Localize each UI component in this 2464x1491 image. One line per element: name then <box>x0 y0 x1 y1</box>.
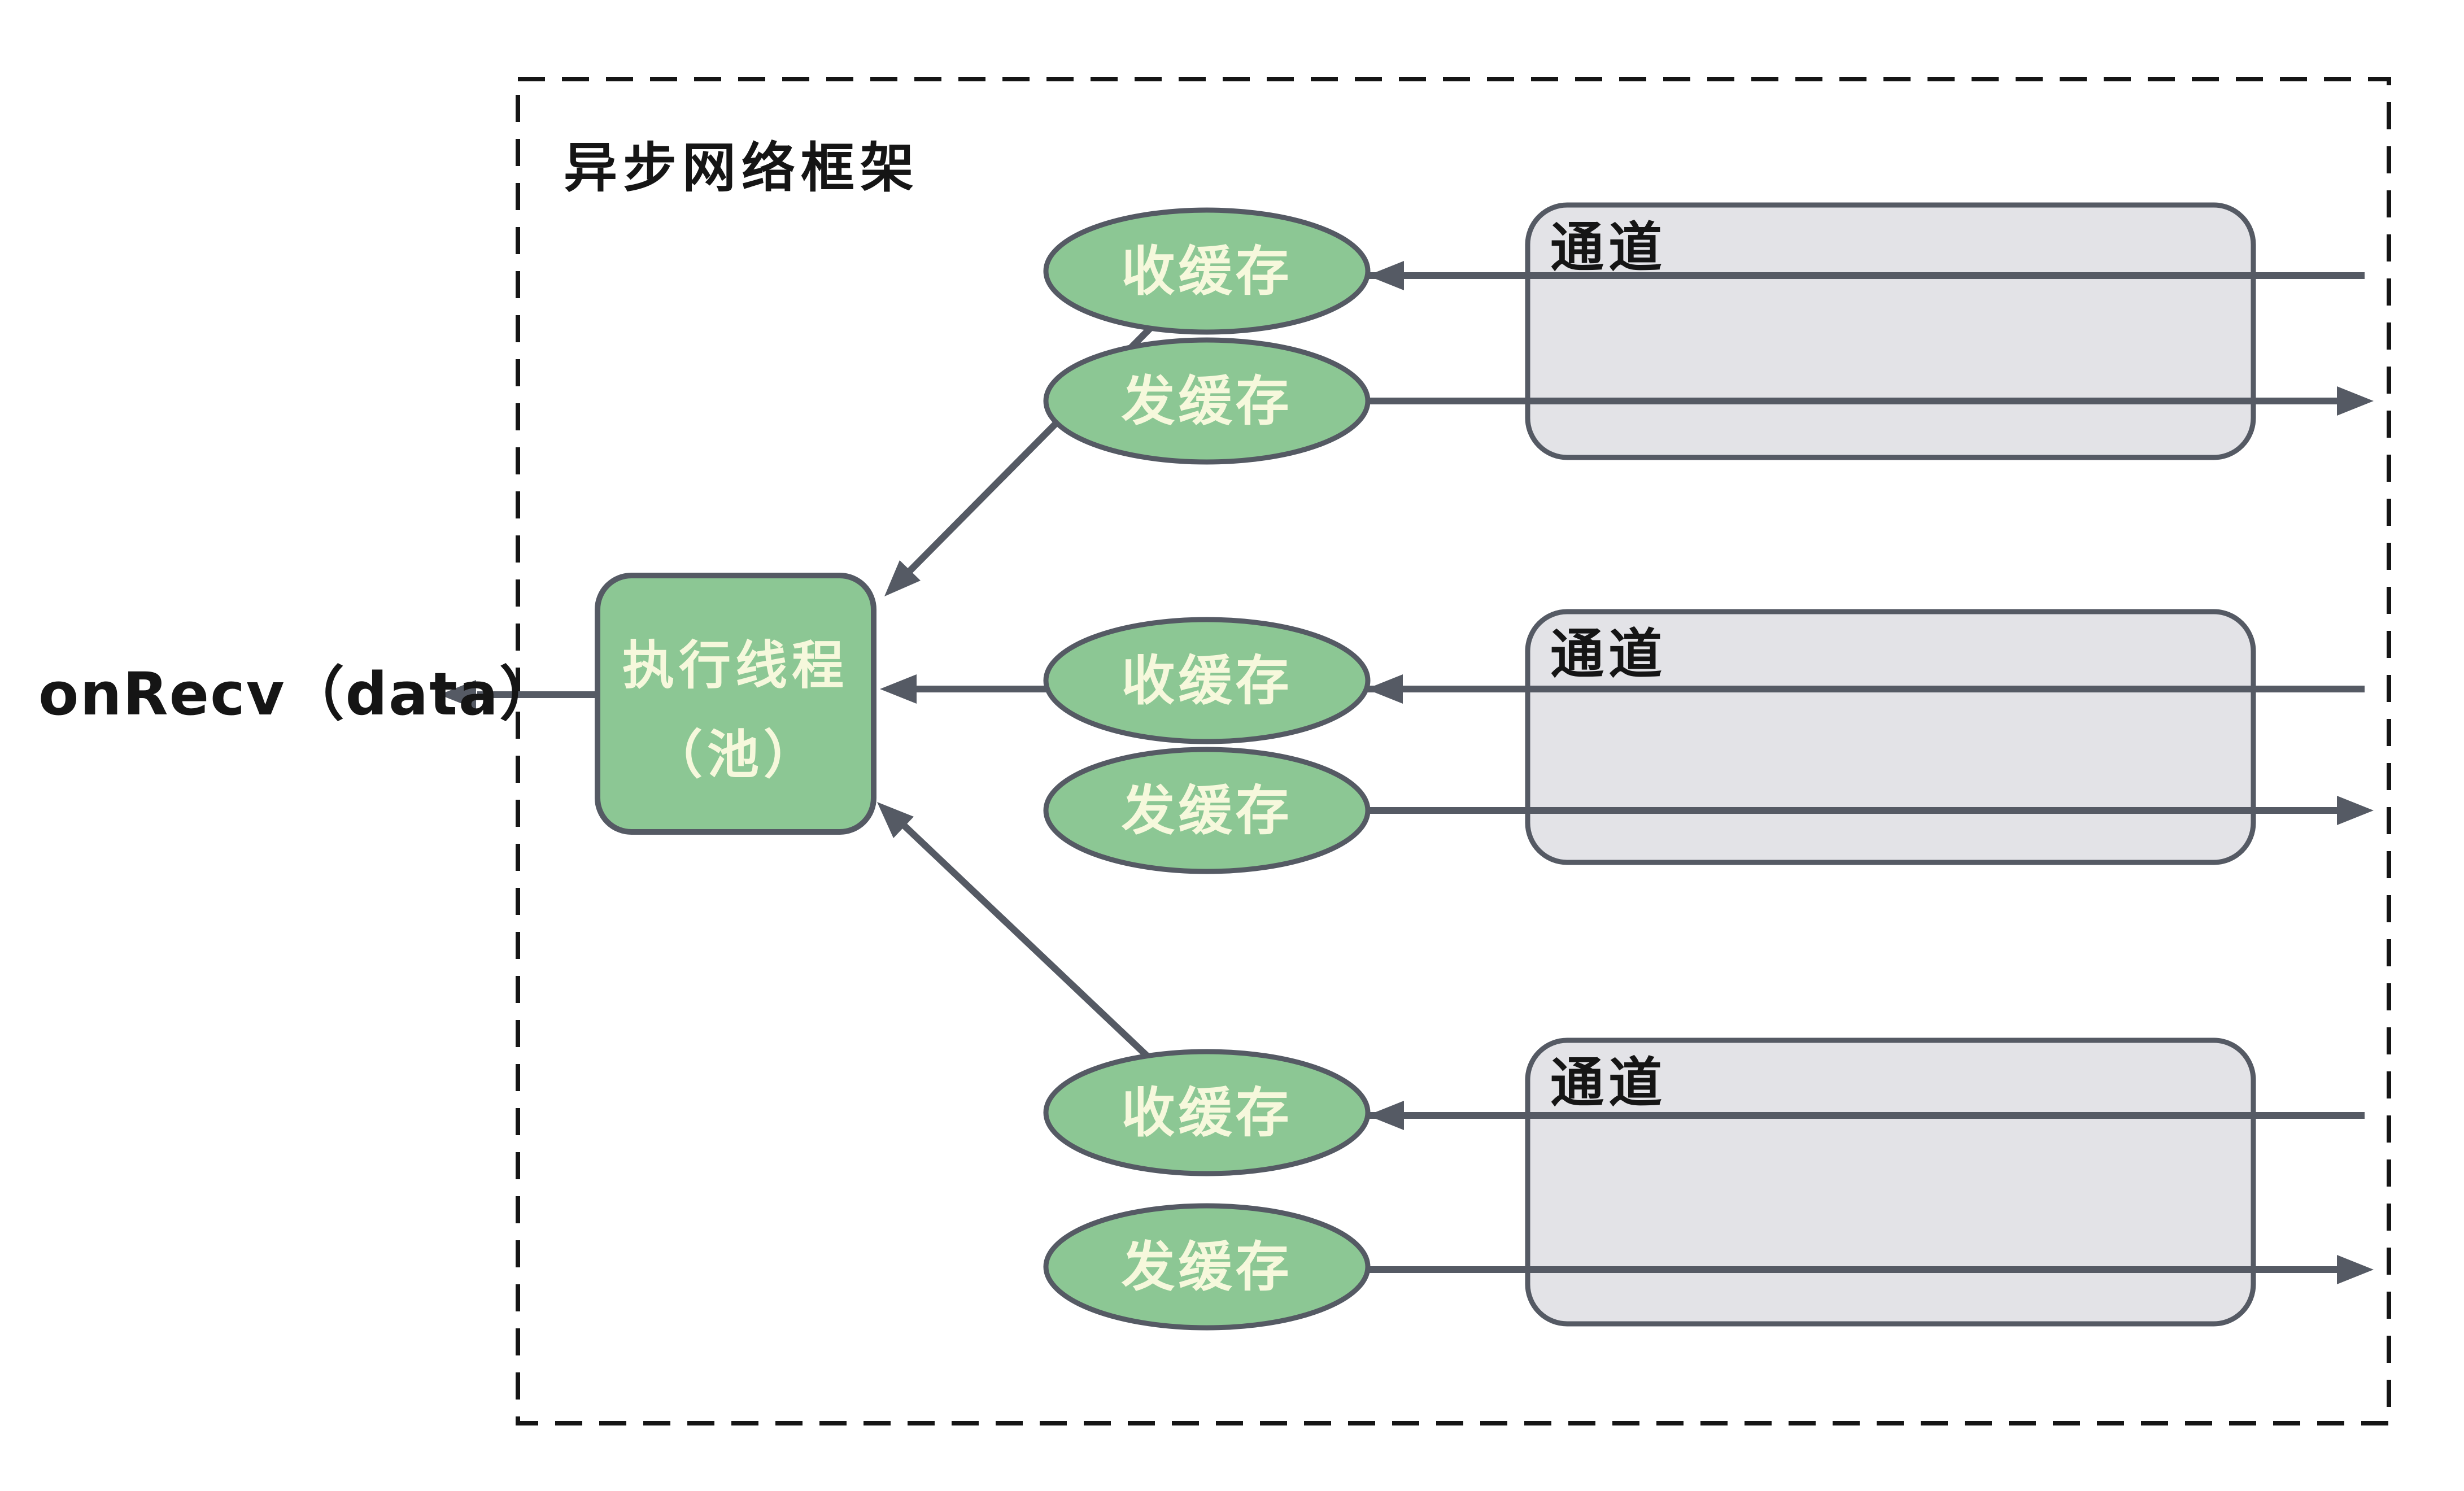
arrowhead-send-out-2 <box>2337 796 2374 825</box>
arrowhead-into-executor-bottom <box>877 802 914 838</box>
executor-label-line2: （池） <box>651 725 820 785</box>
arrowhead-send-out-3 <box>2337 1255 2374 1284</box>
framework-title: 异步网络框架 <box>564 137 919 199</box>
recv-buffer-ellipse-3 <box>1043 1049 1371 1176</box>
send-buffer-ellipse-1 <box>1043 337 1371 465</box>
channel-group-2: 通道 <box>1525 609 2256 865</box>
recv-buffer-label-3: 收缓存 <box>1121 1082 1292 1144</box>
arrowhead-into-executor-middle <box>880 674 917 704</box>
buffer-ellipses <box>1043 207 1371 1331</box>
executor-label-line1: 执行线程 <box>622 635 848 696</box>
send-buffer-label-3: 发缓存 <box>1121 1236 1292 1298</box>
channel-box <box>1525 202 2256 460</box>
recv-buffer-label-2: 收缓存 <box>1121 650 1292 712</box>
channel-group-3: 通道 <box>1525 1037 2256 1327</box>
send-buffer-ellipse-2 <box>1043 747 1371 874</box>
arrowhead-callback <box>439 680 476 709</box>
arrowhead-into-executor-top <box>884 560 921 596</box>
arrowhead-into-recv-3 <box>1367 1101 1404 1130</box>
channel-box <box>1525 1037 2256 1327</box>
channel-label: 通道 <box>1550 624 1667 686</box>
arrowhead-send-out-1 <box>2337 386 2374 416</box>
callback-label: onRecv（data） <box>38 660 559 729</box>
arrowheads <box>439 261 2374 1284</box>
arrowhead-into-recv-1 <box>1367 261 1404 290</box>
buffer-labels: 收缓存 发缓存 收缓存 发缓存 收缓存 发缓存 <box>1121 241 1292 1298</box>
framework-dashed-border <box>516 77 2391 1425</box>
channel-label: 通道 <box>1550 1052 1667 1114</box>
send-buffer-label-1: 发缓存 <box>1121 370 1292 433</box>
channel-group-1: 通道 <box>1525 202 2256 460</box>
send-buffer-ellipse-3 <box>1043 1203 1371 1331</box>
recv-buffer-ellipse-1 <box>1043 207 1371 335</box>
executor-box <box>595 573 876 835</box>
channel-box <box>1525 609 2256 865</box>
channel-label: 通道 <box>1550 217 1667 279</box>
recv-buffer-ellipse-2 <box>1043 617 1371 744</box>
recv-buffer-label-1: 收缓存 <box>1121 241 1292 303</box>
arrowhead-into-recv-2 <box>1366 674 1403 704</box>
send-buffer-label-2: 发缓存 <box>1121 780 1292 842</box>
